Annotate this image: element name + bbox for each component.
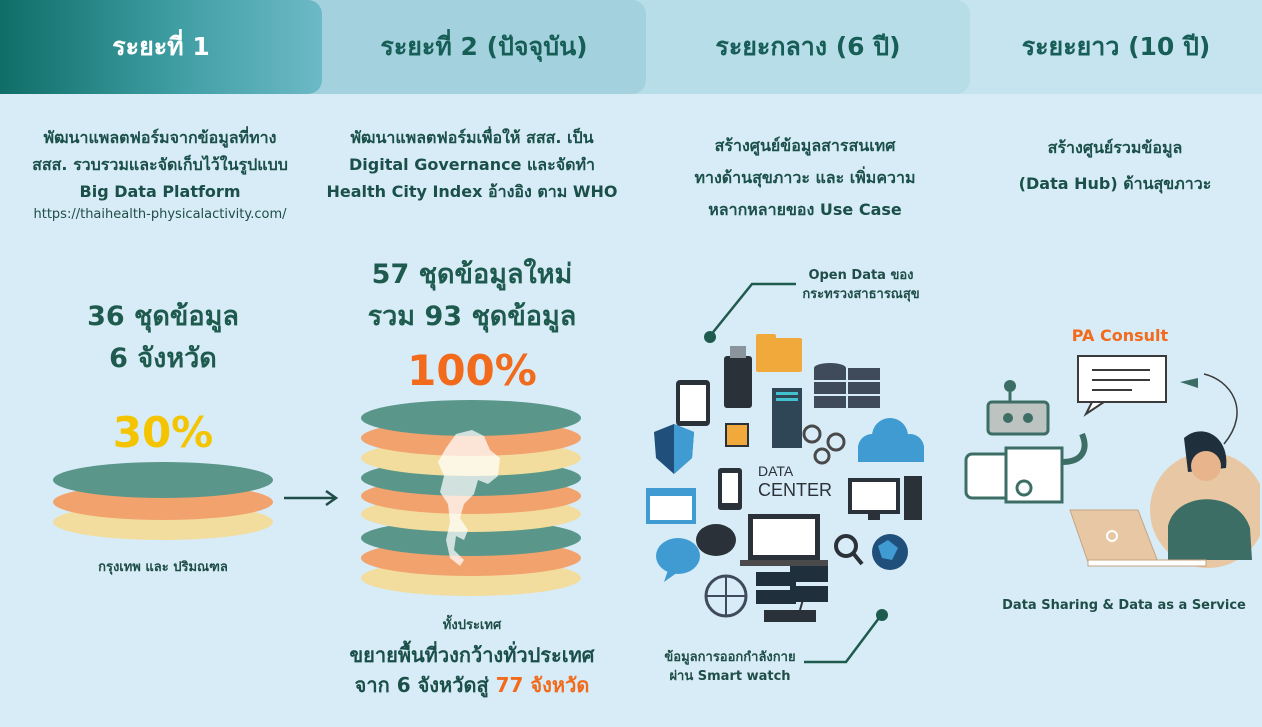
robot-icon bbox=[964, 380, 1088, 504]
callout-line-bottom bbox=[804, 609, 888, 664]
data-center-cluster: DATA CENTER bbox=[646, 334, 924, 622]
phase4-desc-line1: สร้างศูนย์รวมข้อมูล bbox=[1047, 138, 1183, 157]
gear-icon bbox=[802, 424, 846, 465]
phase1-desc-line2: สสส. รวบรวมและจัดเก็บไว้ในรูปแบบ bbox=[32, 155, 288, 174]
phase2-region: ทั้งประเทศ bbox=[442, 618, 502, 633]
usb-drive-icon bbox=[724, 346, 752, 408]
folder-icon bbox=[756, 334, 802, 372]
callout-smart-watch-line2: ผ่าน Smart watch bbox=[669, 669, 791, 684]
phase4-desc-line2: (Data Hub) ด้านสุขภาวะ bbox=[1018, 174, 1212, 193]
callout-smart-watch: ข้อมูลการออกกำลังกาย ผ่าน Smart watch bbox=[650, 648, 810, 686]
thailand-map-icon bbox=[438, 430, 500, 566]
pa-consult-label: PA Consult bbox=[1071, 326, 1169, 345]
arrow-right-icon bbox=[284, 489, 339, 507]
phase2-percent: 100% bbox=[407, 346, 537, 395]
phase1-description: พัฒนาแพลตฟอร์มจากข้อมูลที่ทาง สสส. รวบรว… bbox=[10, 124, 310, 205]
tab-phase-1-label: ระยะที่ 1 bbox=[112, 32, 210, 61]
tab-phase-mid[interactable]: ระยะกลาง (6 ปี) bbox=[624, 0, 970, 94]
tab-phase-mid-label: ระยะกลาง (6 ปี) bbox=[715, 32, 901, 61]
layer-teal bbox=[53, 462, 273, 498]
monitor-icon bbox=[848, 478, 900, 520]
chat-box-icon bbox=[1077, 355, 1167, 417]
switch-icon bbox=[756, 572, 796, 604]
chip-icon bbox=[725, 423, 749, 447]
phase4-caption: Data Sharing & Data as a Service bbox=[1002, 598, 1246, 613]
laptop-icon bbox=[1069, 509, 1207, 567]
phase2-expand-line2: จาก 6 จังหวัดสู่ 77 จังหวัด bbox=[322, 670, 622, 700]
browser-window-icon bbox=[646, 488, 696, 524]
data-hub-illustration bbox=[964, 355, 1260, 568]
tab-phase-2[interactable]: ระยะที่ 2 (ปัจจุบัน) bbox=[300, 0, 646, 94]
phone-icon bbox=[718, 468, 742, 510]
phase2-expand-highlight: 77 จังหวัด bbox=[495, 673, 590, 697]
phase2-stats: 57 ชุดข้อมูลใหม่ รวม 93 ชุดข้อมูล bbox=[322, 254, 622, 338]
phase1-provinces: 6 จังหวัด bbox=[109, 343, 217, 374]
phase2-expand-line1: ขยายพื้นที่วงกว้างทั่วประเทศ bbox=[349, 643, 595, 667]
phase3-desc-line1: สร้างศูนย์ข้อมูลสารสนเทศ bbox=[714, 136, 896, 155]
shield-icon bbox=[654, 424, 694, 474]
tab-phase-long-label: ระยะยาว (10 ปี) bbox=[1021, 32, 1211, 61]
phase3-desc-line2: ทางด้านสุขภาวะ และ เพิ่มความ bbox=[694, 168, 916, 187]
tablet-icon bbox=[676, 380, 710, 426]
phase1-desc-line1: พัฒนาแพลตฟอร์มจากข้อมูลที่ทาง bbox=[43, 128, 277, 147]
phase2-total-datasets: รวม 93 ชุดข้อมูล bbox=[367, 301, 577, 332]
cloud-icon bbox=[858, 418, 924, 462]
phase2-desc-line1: พัฒนาแพลตฟอร์มเพื่อให้ สสส. เป็น bbox=[350, 128, 594, 147]
phase2-expand: ขยายพื้นที่วงกว้างทั่วประเทศ จาก 6 จังหว… bbox=[322, 640, 622, 700]
tab-phase-1[interactable]: ระยะที่ 1 bbox=[0, 0, 322, 94]
phase2-layers-graphic bbox=[361, 400, 581, 596]
phase1-layers-graphic bbox=[53, 462, 273, 540]
phase4-description: สร้างศูนย์รวมข้อมูล (Data Hub) ด้านสุขภา… bbox=[970, 130, 1260, 202]
pc-tower-icon bbox=[904, 476, 922, 520]
laptop-icon bbox=[740, 514, 828, 566]
server-tower-icon bbox=[772, 388, 802, 448]
callout-open-data-line1: Open Data ของ bbox=[808, 268, 914, 283]
tab-phase-2-label: ระยะที่ 2 (ปัจจุบัน) bbox=[380, 32, 588, 61]
phase1-stats: 36 ชุดข้อมูล 6 จังหวัด bbox=[40, 296, 286, 380]
magnifier-icon bbox=[834, 534, 864, 566]
send-arrow-icon bbox=[1180, 378, 1198, 388]
phase3-desc-line3: หลากหลายของ Use Case bbox=[708, 200, 902, 219]
dc-line2: CENTER bbox=[758, 480, 832, 500]
phase1-percent: 30% bbox=[112, 408, 214, 457]
phase2-expand-text: จาก 6 จังหวัดสู่ bbox=[354, 673, 496, 697]
phase1-url-link[interactable]: https://thaihealth-physicalactivity.com/ bbox=[33, 207, 287, 222]
callout-smart-watch-line1: ข้อมูลการออกกำลังกาย bbox=[664, 650, 796, 665]
phase2-new-datasets: 57 ชุดข้อมูลใหม่ bbox=[371, 259, 573, 290]
phase1-region: กรุงเทพ และ ปริมณฑล bbox=[98, 560, 228, 575]
callout-line-top bbox=[704, 282, 796, 343]
network-globe-icon bbox=[704, 574, 748, 618]
chat-bubble-icon bbox=[656, 524, 736, 582]
globe-icon bbox=[872, 534, 908, 570]
person-avatar bbox=[1150, 431, 1260, 568]
phase1-desc-line3: Big Data Platform bbox=[79, 182, 241, 201]
database-icon bbox=[814, 363, 880, 408]
phase2-desc-line2: Digital Governance และจัดทำ bbox=[349, 155, 595, 174]
dc-line1: DATA bbox=[758, 463, 794, 479]
phase2-desc-line3: Health City Index อ้างอิง ตาม WHO bbox=[326, 182, 618, 201]
phase1-datasets: 36 ชุดข้อมูล bbox=[87, 301, 239, 332]
phase2-description: พัฒนาแพลตฟอร์มเพื่อให้ สสส. เป็น Digital… bbox=[322, 124, 622, 205]
callout-open-data: Open Data ของ กระทรวงสาธารณสุข bbox=[786, 266, 936, 304]
callout-open-data-line2: กระทรวงสาธารณสุข bbox=[802, 287, 920, 302]
phase3-description: สร้างศูนย์ข้อมูลสารสนเทศ ทางด้านสุขภาวะ … bbox=[650, 130, 960, 226]
tab-phase-long[interactable]: ระยะยาว (10 ปี) bbox=[948, 0, 1262, 94]
server-rack-icon bbox=[790, 566, 828, 602]
